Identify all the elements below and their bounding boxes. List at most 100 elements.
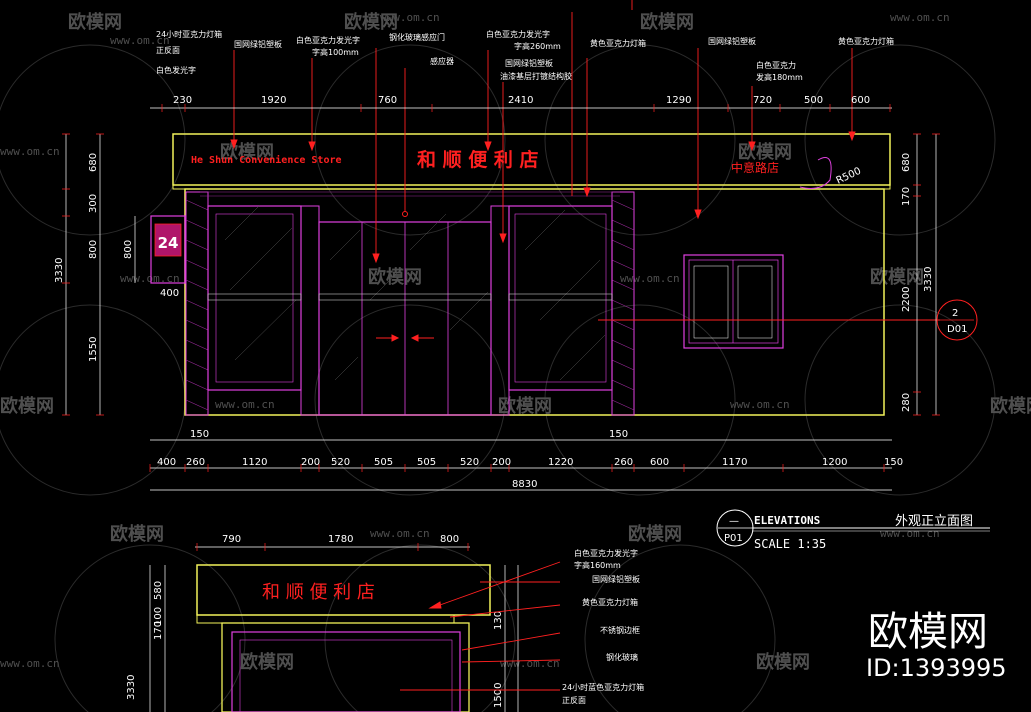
dim-bot-15: 150 bbox=[884, 457, 903, 468]
dim-bot-1: 400 bbox=[157, 457, 176, 468]
dim-bot-4: 200 bbox=[301, 457, 320, 468]
watermark-brand-12: 欧模网 bbox=[628, 523, 682, 545]
dim-bot-8: 520 bbox=[460, 457, 479, 468]
dim-left-2: 300 bbox=[88, 194, 99, 213]
dimension-lines bbox=[62, 104, 940, 491]
note-letters-5: 白色亚克力 bbox=[756, 60, 796, 70]
lower-note-6: 钢化玻璃 bbox=[606, 652, 638, 662]
lower-sign: 和 顺 便 利 店 bbox=[262, 582, 375, 603]
lower-left-dim-3: 170 bbox=[153, 621, 164, 640]
dim-bot-13: 1170 bbox=[722, 457, 747, 468]
dim-bot-12: 600 bbox=[650, 457, 669, 468]
note-letters-3: 白色亚克力发光字 bbox=[486, 29, 550, 39]
note-panel-3: 油漆基层打镀结构胶 bbox=[500, 71, 572, 81]
watermark-brand-4: 欧模网 bbox=[738, 141, 792, 163]
watermark-url-5: www.om.cn bbox=[620, 272, 680, 285]
lower-note-3: 国网绿铝塑板 bbox=[592, 574, 640, 584]
facade: 24 He Shun Convenience Store 和 顺 便 利 店 中… bbox=[150, 133, 891, 416]
dim-bot-a1: 150 bbox=[190, 429, 209, 440]
lower-dim-2: 1780 bbox=[328, 534, 353, 545]
note-sensor: 感应器 bbox=[430, 56, 454, 66]
lower-note-7: 24小时蓝色亚克力灯箱 bbox=[562, 682, 644, 692]
dim-top-3: 760 bbox=[378, 95, 397, 106]
note-lightbox-2: 正反面 bbox=[156, 45, 180, 55]
lower-note-1: 白色亚克力发光字 bbox=[574, 548, 638, 558]
dim-top-5: 1290 bbox=[666, 95, 691, 106]
watermark-brand-7: 欧模网 bbox=[870, 266, 924, 288]
note-panel-1: 国网绿铝塑板 bbox=[234, 39, 282, 49]
left-window bbox=[207, 205, 302, 391]
lower-note-2: 字高160mm bbox=[574, 560, 621, 570]
watermark-url-1: www.om.cn bbox=[110, 34, 170, 47]
section-num: 2 bbox=[952, 308, 958, 319]
left-dimensions: 3330 680 300 800 1550 800 400 bbox=[54, 153, 179, 362]
lower-dim-3: 800 bbox=[440, 534, 459, 545]
lower-note-5: 不锈钢边框 bbox=[600, 625, 640, 635]
dim-bot-14: 1200 bbox=[822, 457, 847, 468]
title-sheet: P01 bbox=[724, 533, 743, 544]
watermark-brand-8: 欧模网 bbox=[0, 395, 54, 417]
dim-bot-11: 260 bbox=[614, 457, 633, 468]
lightbox bbox=[150, 215, 186, 284]
watermark-url-10: www.om.cn bbox=[880, 527, 940, 540]
dim-right-3: 2200 bbox=[901, 287, 912, 312]
dim-bot-3: 1120 bbox=[242, 457, 267, 468]
lower-left-dim-4: 3330 bbox=[126, 675, 137, 700]
title-scale: SCALE 1:35 bbox=[754, 537, 826, 551]
dim-bot-9: 200 bbox=[492, 457, 511, 468]
lower-left-dim-2: 100 bbox=[153, 607, 164, 626]
dim-top-7: 500 bbox=[804, 95, 823, 106]
note-lightbox-4: 黄色亚克力灯箱 bbox=[590, 38, 646, 48]
dim-top-6: 720 bbox=[753, 95, 772, 106]
watermark-url-7: www.om.cn bbox=[215, 398, 275, 411]
watermark-brand-2: 欧模网 bbox=[344, 11, 398, 33]
watermark-big: 欧模网 bbox=[868, 609, 988, 655]
side-window bbox=[683, 254, 784, 349]
dim-top-4: 2410 bbox=[508, 95, 533, 106]
sign-english: He Shun Convenience Store bbox=[191, 154, 342, 166]
sign-branch: 中意路店 bbox=[731, 160, 779, 175]
right-window bbox=[508, 205, 613, 391]
dim-top-2: 1920 bbox=[261, 95, 286, 106]
dim-top-8: 600 bbox=[851, 95, 870, 106]
watermark-brand-13: 欧模网 bbox=[240, 651, 294, 673]
section-sheet: D01 bbox=[947, 324, 967, 335]
note-lightbox-1: 24小时亚克力灯箱 bbox=[156, 29, 222, 39]
note-letters-2: 字高100mm bbox=[312, 47, 359, 57]
lower-note-4: 黄色亚克力灯箱 bbox=[582, 597, 638, 607]
title-chinese: 外观正立面图 bbox=[895, 514, 973, 529]
dim-bot-10: 1220 bbox=[548, 457, 573, 468]
note-panel-4: 国网绿铝塑板 bbox=[708, 36, 756, 46]
title-block: — P01 ELEVATIONS SCALE 1:35 外观正立面图 bbox=[716, 509, 990, 551]
dim-bot-7: 505 bbox=[417, 457, 436, 468]
section-marker: 2 D01 bbox=[936, 299, 978, 341]
watermark-brand-1: 欧模网 bbox=[68, 11, 122, 33]
watermark-brand-6: 欧模网 bbox=[368, 266, 422, 288]
dim-left-total: 3330 bbox=[54, 258, 65, 283]
dim-left-4: 1550 bbox=[88, 337, 99, 362]
dim-right-1: 680 bbox=[901, 153, 912, 172]
watermark-brand-11: 欧模网 bbox=[110, 523, 164, 545]
title-text: ELEVATIONS bbox=[754, 514, 820, 527]
watermark-url-9: www.om.cn bbox=[370, 527, 430, 540]
note-door: 钢化玻璃感应门 bbox=[389, 32, 445, 42]
note-lightbox-3: 白色发光字 bbox=[156, 65, 196, 75]
dim-left-5: 800 bbox=[123, 240, 134, 259]
dim-left-6: 400 bbox=[160, 288, 179, 299]
note-lightbox-5: 黄色亚克力灯箱 bbox=[838, 36, 894, 46]
watermark-brand-3: 欧模网 bbox=[640, 11, 694, 33]
watermark-url-12: www.om.cn bbox=[500, 657, 560, 670]
dim-left-1: 680 bbox=[88, 153, 99, 172]
watermark-brand-10: 欧模网 bbox=[990, 395, 1031, 417]
leader-lines bbox=[230, 0, 940, 321]
lower-left-dim-1: 580 bbox=[153, 581, 164, 600]
note-letters-6: 发高180mm bbox=[756, 72, 803, 82]
watermark-url-3: www.om.cn bbox=[890, 11, 950, 24]
dim-bot-5: 520 bbox=[331, 457, 350, 468]
watermark-url-8: www.om.cn bbox=[730, 398, 790, 411]
watermark-url-2: www.om.cn bbox=[380, 11, 440, 24]
watermark-id: ID:1393995 bbox=[866, 654, 1007, 682]
lower-dim-1: 790 bbox=[222, 534, 241, 545]
watermark-brand-14: 欧模网 bbox=[756, 651, 810, 673]
